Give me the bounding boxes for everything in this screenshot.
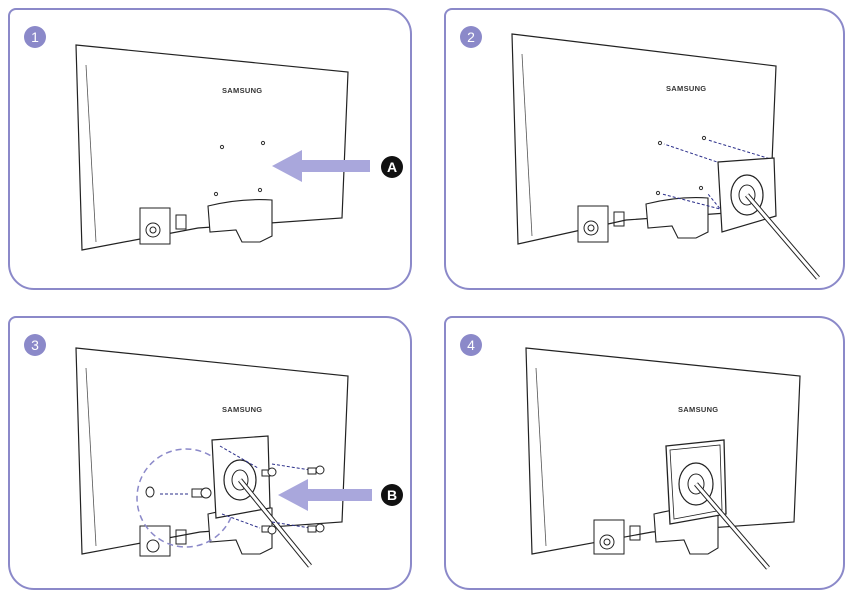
monitor-back-illustration: SAMSUNG xyxy=(10,318,412,590)
brand-label: SAMSUNG xyxy=(222,405,262,414)
brand-label: SAMSUNG xyxy=(222,86,262,95)
step-3-panel: 3 SAMSUNG B xyxy=(8,316,412,590)
brand-label: SAMSUNG xyxy=(666,84,706,93)
brand-label: SAMSUNG xyxy=(678,405,718,414)
monitor-back-illustration: SAMSUNG xyxy=(10,10,412,290)
monitor-back-illustration: SAMSUNG xyxy=(446,10,845,290)
step-4-panel: 4 SAMSUNG xyxy=(444,316,845,590)
callout-b: B xyxy=(381,484,403,506)
step-1-panel: 1 SAMSUNG A xyxy=(8,8,412,290)
step-2-panel: 2 SAMSUNG xyxy=(444,8,845,290)
monitor-back-illustration: SAMSUNG xyxy=(446,318,845,590)
callout-a: A xyxy=(381,156,403,178)
